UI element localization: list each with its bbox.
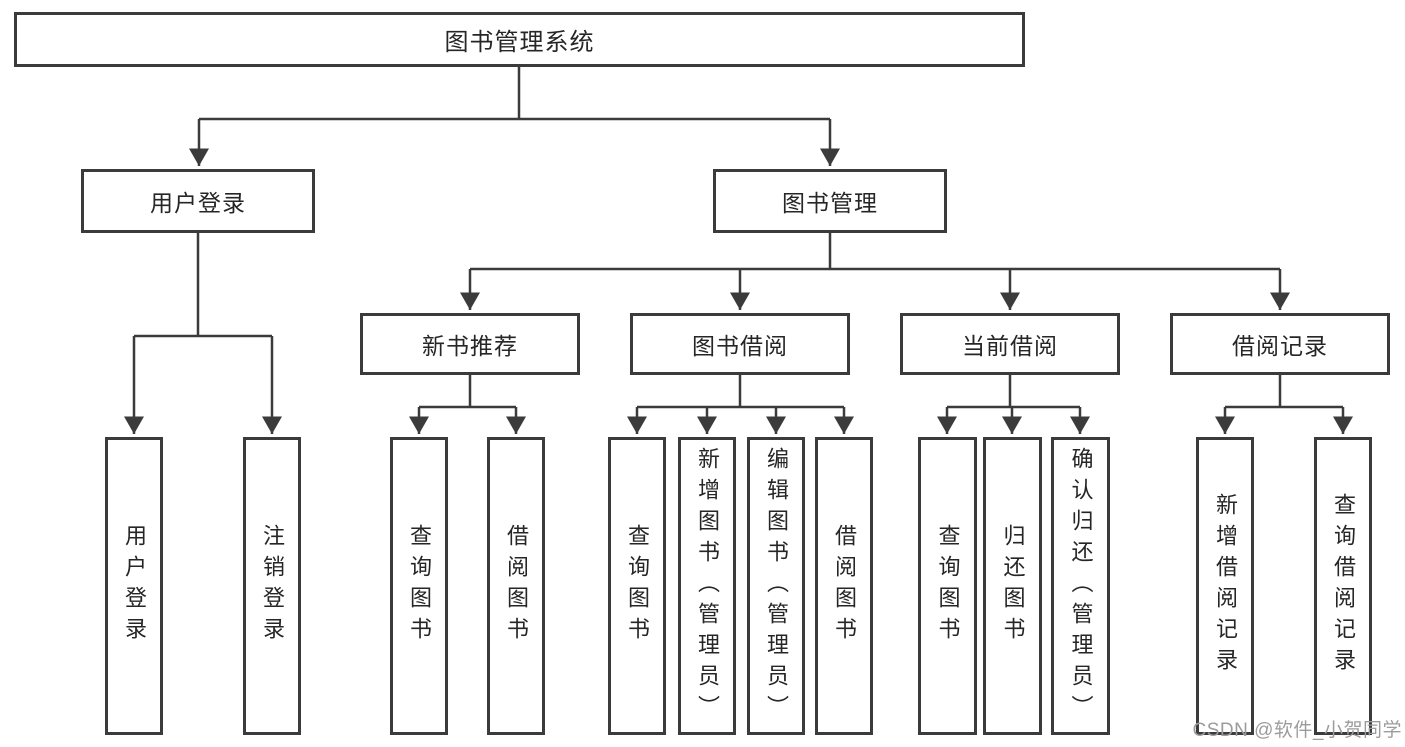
node-borrow-records: 借阅记录 — [1170, 313, 1390, 375]
node-label: 图书管理系统 — [444, 29, 595, 56]
node-label: 用户登录 — [122, 524, 147, 648]
node-library-management-system: 图书管理系统 — [14, 12, 1025, 67]
node-label: 查询图书 — [935, 524, 961, 648]
node-new-book-recommend: 新书推荐 — [360, 313, 580, 375]
leaf-query-books-borrow: 查询图书 — [608, 437, 666, 735]
node-book-borrow: 图书借阅 — [630, 313, 850, 375]
node-label: 用户登录 — [150, 190, 246, 216]
node-label: 查询图书 — [625, 524, 650, 648]
leaf-query-books-current: 查询图书 — [918, 437, 977, 735]
leaf-query-books-recommend: 查询图书 — [390, 437, 448, 735]
node-label: 新增图书（管理员） — [695, 446, 720, 726]
node-label: 当前借阅 — [962, 333, 1058, 359]
csdn-watermark: CSDN @软件_小贺同学 — [1192, 720, 1402, 741]
leaf-borrow-books-recommend: 借阅图书 — [487, 437, 545, 735]
node-label: 图书借阅 — [692, 333, 788, 359]
node-label: 借阅图书 — [504, 524, 529, 648]
leaf-add-borrow-record: 新增借阅记录 — [1196, 437, 1254, 735]
leaf-query-borrow-record: 查询借阅记录 — [1314, 437, 1372, 735]
node-label: 新增借阅记录 — [1213, 493, 1238, 679]
leaf-edit-books-admin: 编辑图书（管理员） — [747, 437, 805, 735]
leaf-borrow-books: 借阅图书 — [815, 437, 873, 735]
node-label: 确认归还（管理员） — [1068, 446, 1094, 726]
leaf-return-books: 归还图书 — [983, 437, 1042, 735]
node-current-borrow: 当前借阅 — [900, 313, 1120, 375]
leaf-logout: 注销登录 — [243, 437, 301, 735]
node-book-management: 图书管理 — [713, 169, 947, 233]
node-label: 查询图书 — [407, 524, 432, 648]
node-label: 借阅记录 — [1232, 333, 1328, 359]
leaf-add-books-admin: 新增图书（管理员） — [678, 437, 736, 735]
node-label: 编辑图书（管理员） — [764, 446, 789, 726]
node-label: 借阅图书 — [832, 524, 857, 648]
node-label: 查询借阅记录 — [1331, 493, 1356, 679]
leaf-user-login: 用户登录 — [105, 437, 163, 735]
node-label: 图书管理 — [782, 190, 878, 216]
leaf-confirm-return-admin: 确认归还（管理员） — [1051, 437, 1110, 735]
node-label: 归还图书 — [1000, 524, 1026, 648]
node-label: 新书推荐 — [422, 333, 518, 359]
node-user-login: 用户登录 — [81, 169, 315, 233]
node-label: 注销登录 — [260, 524, 285, 648]
